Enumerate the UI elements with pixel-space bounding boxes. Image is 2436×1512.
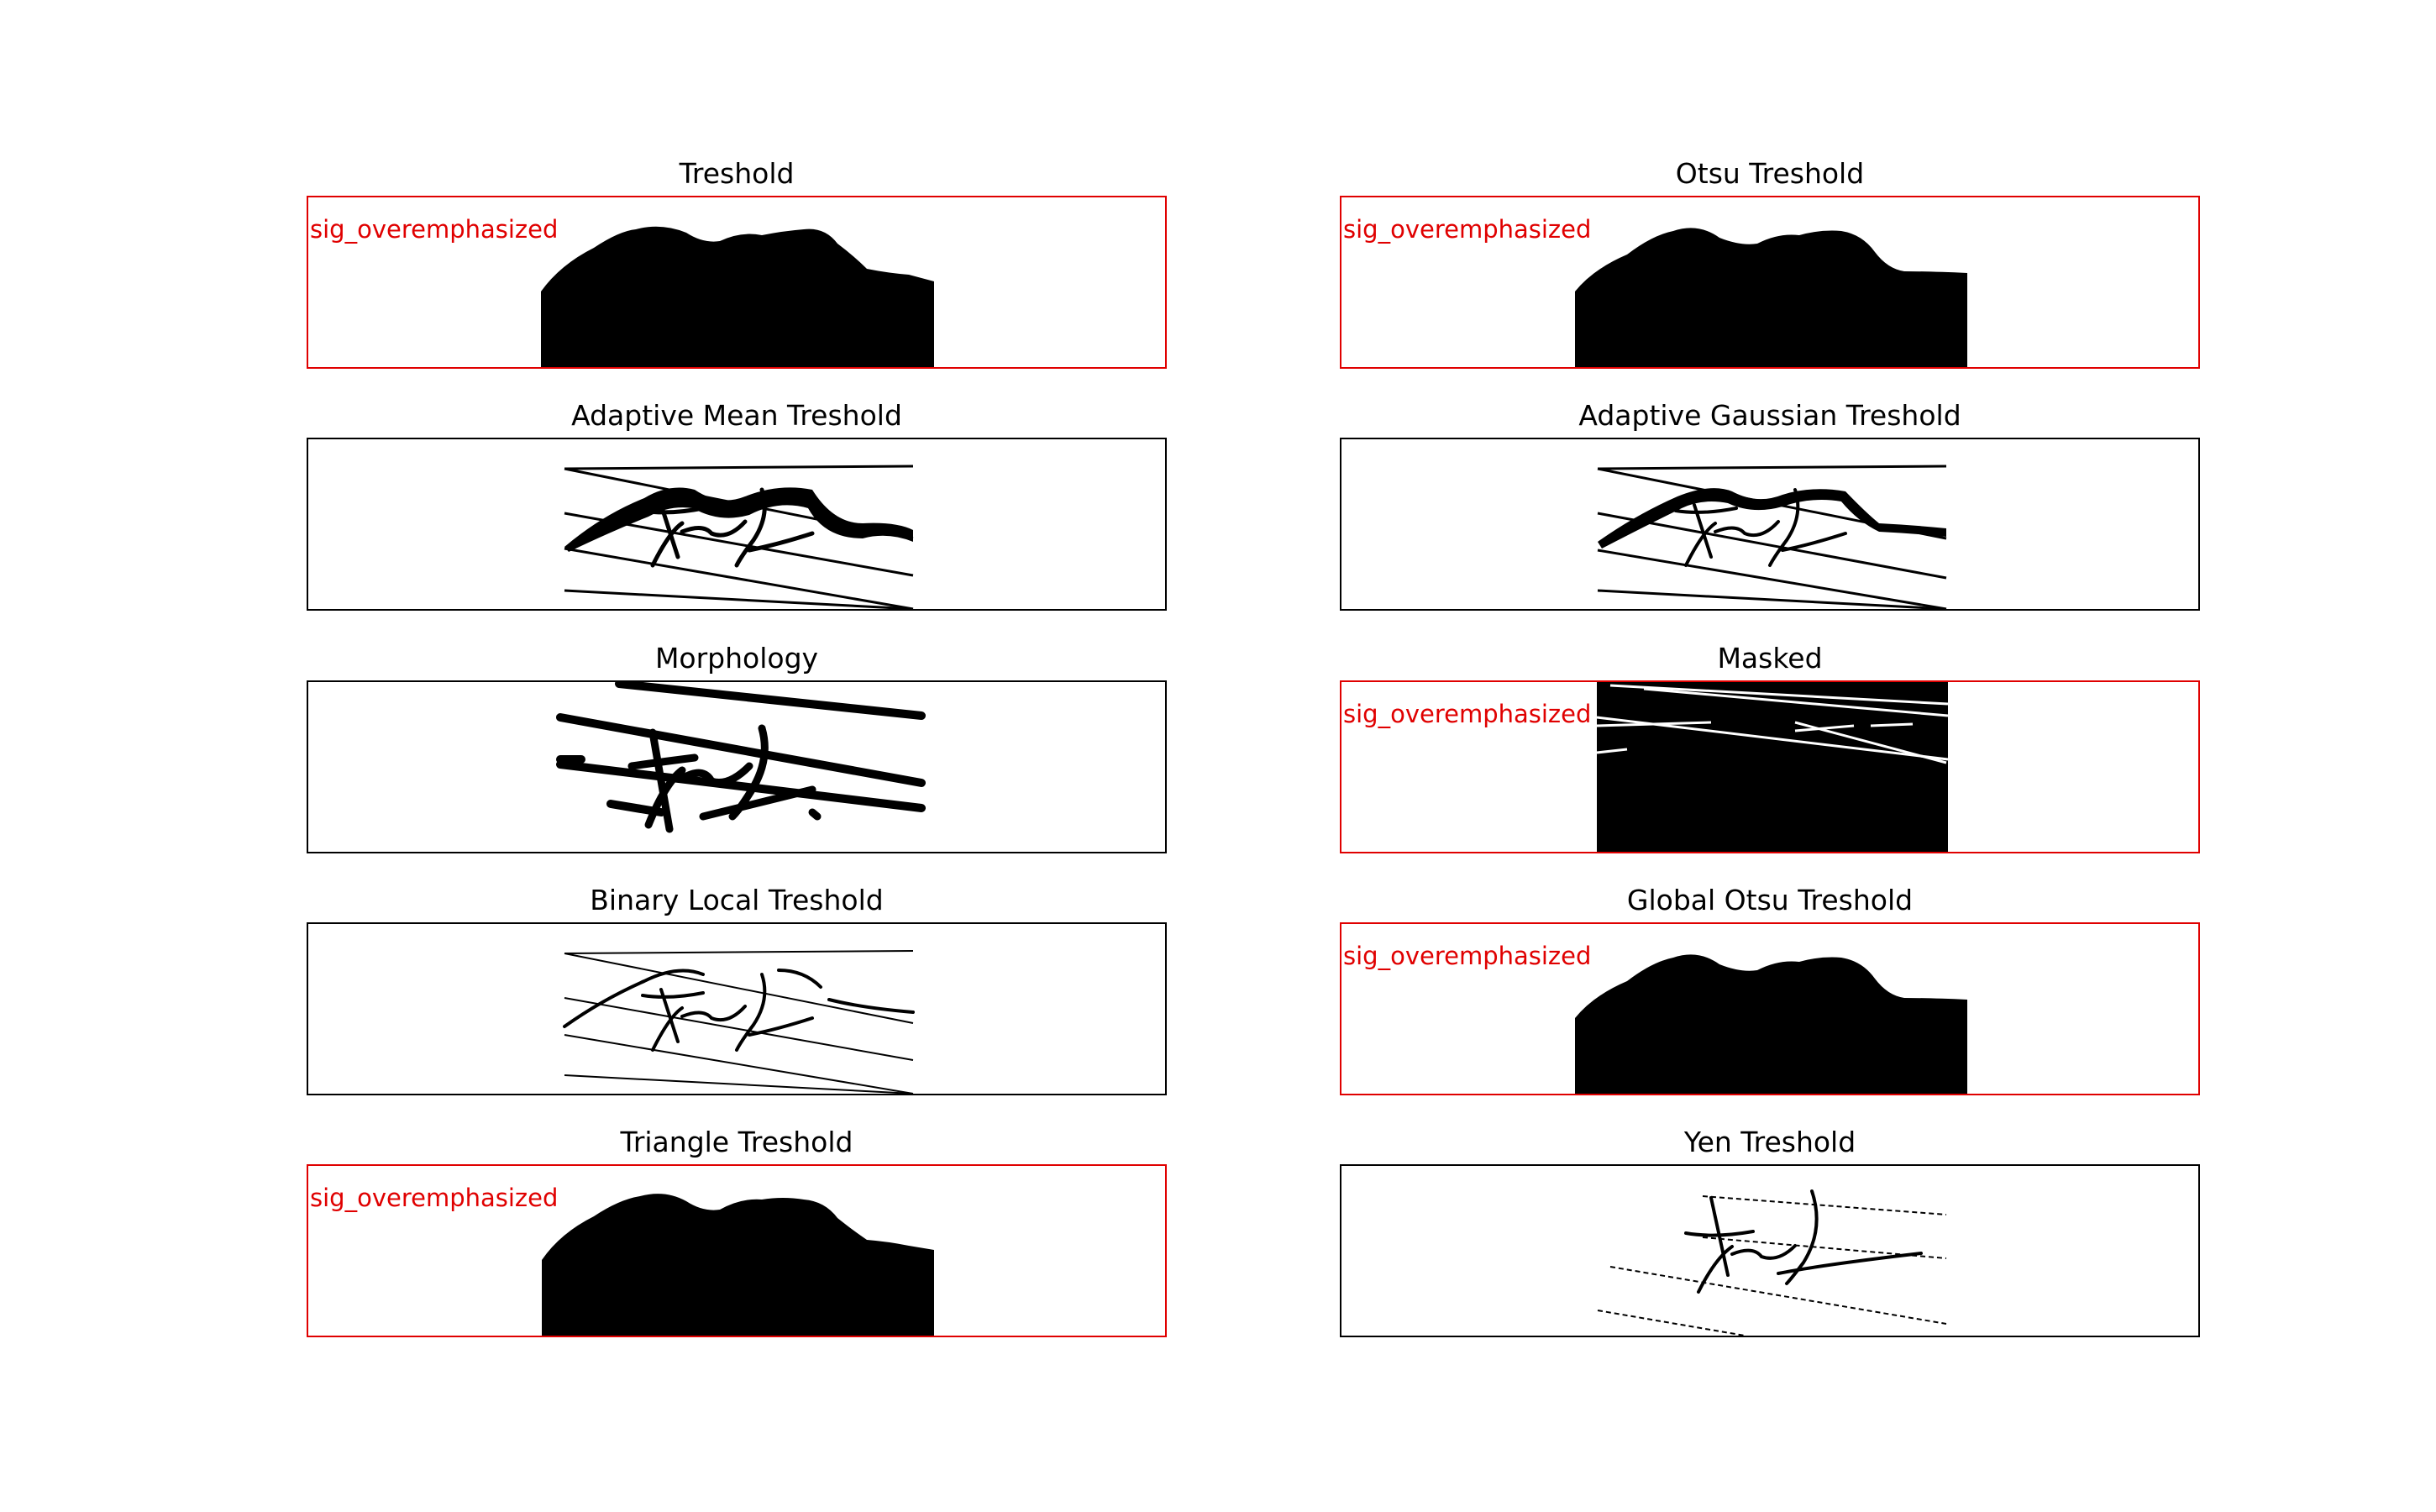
flag-label: sig_overemphasized [1343, 215, 1592, 244]
panel-otsu: sig_overemphasized [1340, 196, 2200, 369]
signature-image-yen [1597, 1189, 1947, 1336]
signature-image-adaptive-gaussian [1597, 465, 1947, 609]
panel-title-morphology: Morphology [654, 642, 819, 675]
panel-title-triangle: Triangle Treshold [620, 1126, 853, 1158]
signature-image-binary-local [563, 950, 915, 1094]
panel-masked: sig_overemphasized [1340, 680, 2200, 853]
panel-global-otsu: sig_overemphasized [1340, 922, 2200, 1095]
panel-title-masked: Masked [1717, 642, 1823, 675]
signature-image-morphology [556, 682, 926, 833]
signature-image-global-otsu [1575, 954, 1967, 1094]
panel-adaptive-mean [307, 438, 1167, 611]
signature-image-otsu [1575, 228, 1967, 367]
panel-triangle: sig_overemphasized [307, 1164, 1167, 1337]
signature-image-masked [1596, 682, 1949, 852]
signature-image-treshold [541, 226, 934, 367]
panel-title-binary-local: Binary Local Treshold [590, 884, 884, 916]
panel-adaptive-gaussian [1340, 438, 2200, 611]
signature-image-adaptive-mean [564, 465, 914, 609]
signature-image-triangle [542, 1194, 934, 1336]
panel-title-global-otsu: Global Otsu Treshold [1626, 884, 1914, 916]
panel-title-adaptive-mean: Adaptive Mean Treshold [571, 399, 902, 432]
panel-title-otsu: Otsu Treshold [1675, 157, 1865, 190]
panel-title-treshold: Treshold [679, 157, 795, 190]
panel-treshold: sig_overemphasized [307, 196, 1167, 369]
panel-binary-local [307, 922, 1167, 1095]
panel-yen [1340, 1164, 2200, 1337]
flag-label: sig_overemphasized [1343, 700, 1592, 728]
panel-title-adaptive-gaussian: Adaptive Gaussian Treshold [1578, 399, 1961, 432]
panel-morphology [307, 680, 1167, 853]
flag-label: sig_overemphasized [310, 1184, 559, 1212]
panel-title-yen: Yen Treshold [1683, 1126, 1856, 1158]
flag-label: sig_overemphasized [1343, 942, 1592, 970]
flag-label: sig_overemphasized [310, 215, 559, 244]
